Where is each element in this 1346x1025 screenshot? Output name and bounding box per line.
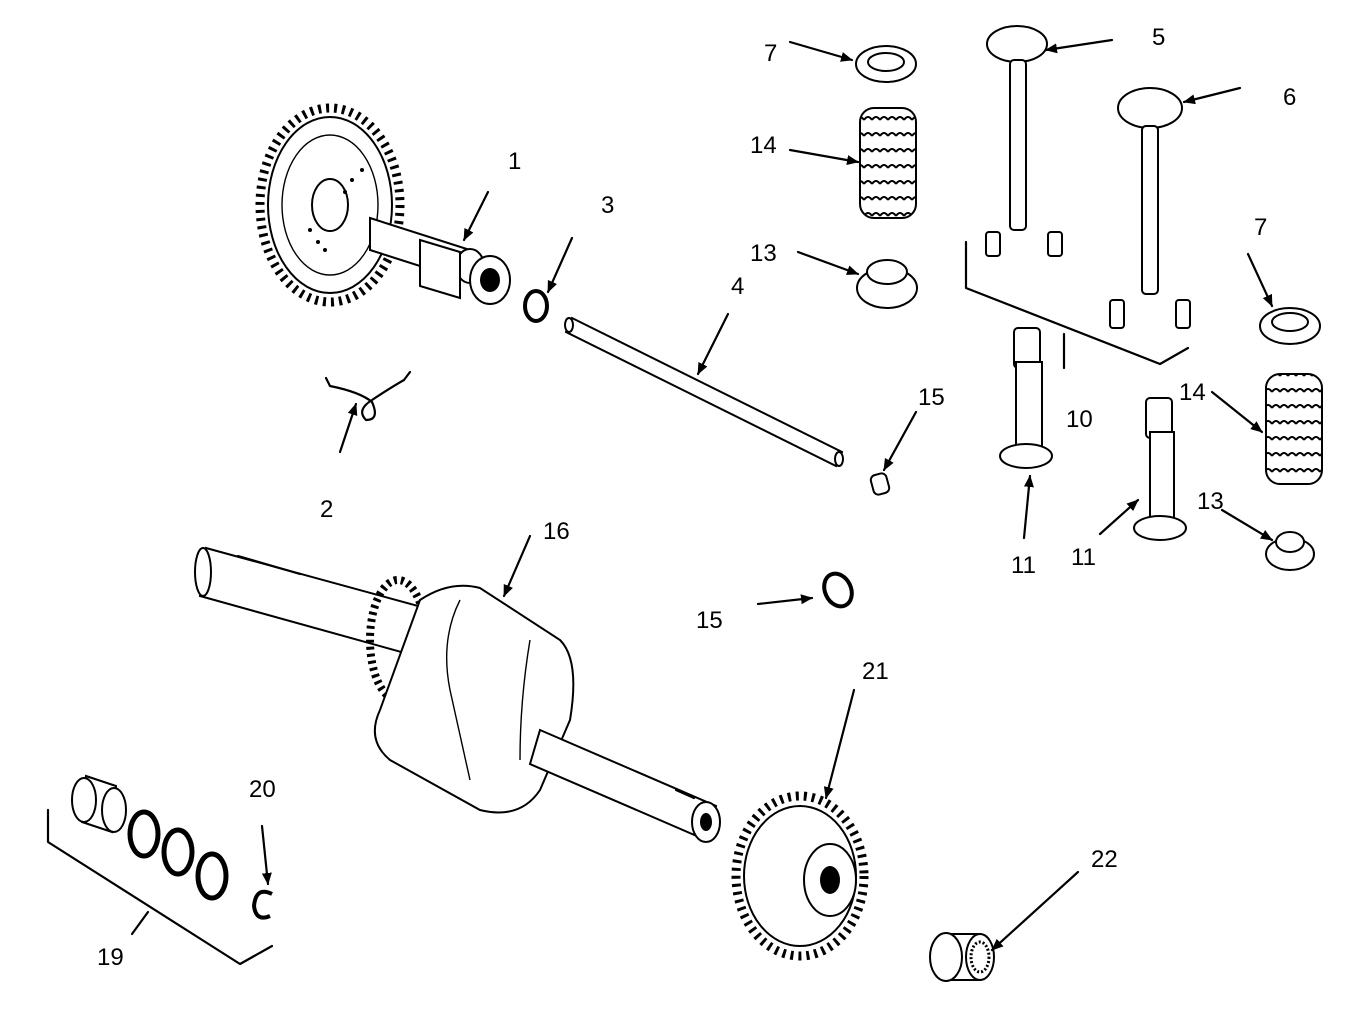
callout-1: 1	[508, 148, 522, 175]
valve-5	[986, 25, 1048, 231]
shaft-rod	[564, 316, 844, 468]
ring-15-lower	[822, 571, 854, 609]
callout-4: 4	[731, 273, 745, 300]
snap-ring-20	[251, 889, 273, 920]
spring-14-top	[859, 107, 917, 219]
callout-21: 21	[862, 658, 889, 685]
washer-3	[523, 289, 549, 323]
needle-bearing-22	[929, 932, 995, 982]
tappet-11-right	[1133, 397, 1187, 541]
valve-keepers	[964, 231, 1191, 370]
callout-15-lower: 15	[696, 607, 723, 634]
callout-22: 22	[1091, 846, 1118, 873]
callout-11-right: 11	[1071, 544, 1096, 571]
spring-14-right	[1265, 373, 1323, 485]
seal-13-top	[856, 259, 918, 309]
retainer-7-top	[855, 45, 917, 83]
callout-13-top: 13	[750, 240, 777, 267]
callout-11-left: 11	[1011, 552, 1036, 579]
crankshaft	[194, 546, 721, 843]
callout-14-top: 14	[750, 132, 777, 159]
valve-6	[1117, 87, 1183, 295]
bearing-kit-19	[46, 774, 274, 966]
callout-19: 19	[97, 944, 124, 971]
callout-7-right: 7	[1254, 214, 1268, 241]
wire-spring	[324, 370, 412, 422]
seal-13-right	[1265, 531, 1315, 571]
callout-7-top: 7	[764, 40, 778, 67]
callout-13-right: 13	[1197, 488, 1224, 515]
camshaft-gear	[255, 103, 405, 307]
crank-gear	[731, 791, 869, 961]
bushing-15-upper	[869, 472, 891, 496]
callout-5: 5	[1152, 24, 1166, 51]
tappet-11-left	[999, 327, 1053, 469]
callout-3: 3	[601, 192, 615, 219]
callout-6: 6	[1283, 84, 1297, 111]
leader-lines	[130, 38, 1274, 952]
callout-10: 10	[1066, 406, 1093, 433]
callout-16: 16	[543, 518, 570, 545]
callout-15-upper: 15	[918, 384, 945, 411]
callout-2: 2	[320, 496, 334, 523]
callout-14-right: 14	[1179, 379, 1206, 406]
camshaft	[369, 216, 511, 305]
callout-20: 20	[249, 776, 276, 803]
retainer-7-right	[1259, 307, 1321, 345]
